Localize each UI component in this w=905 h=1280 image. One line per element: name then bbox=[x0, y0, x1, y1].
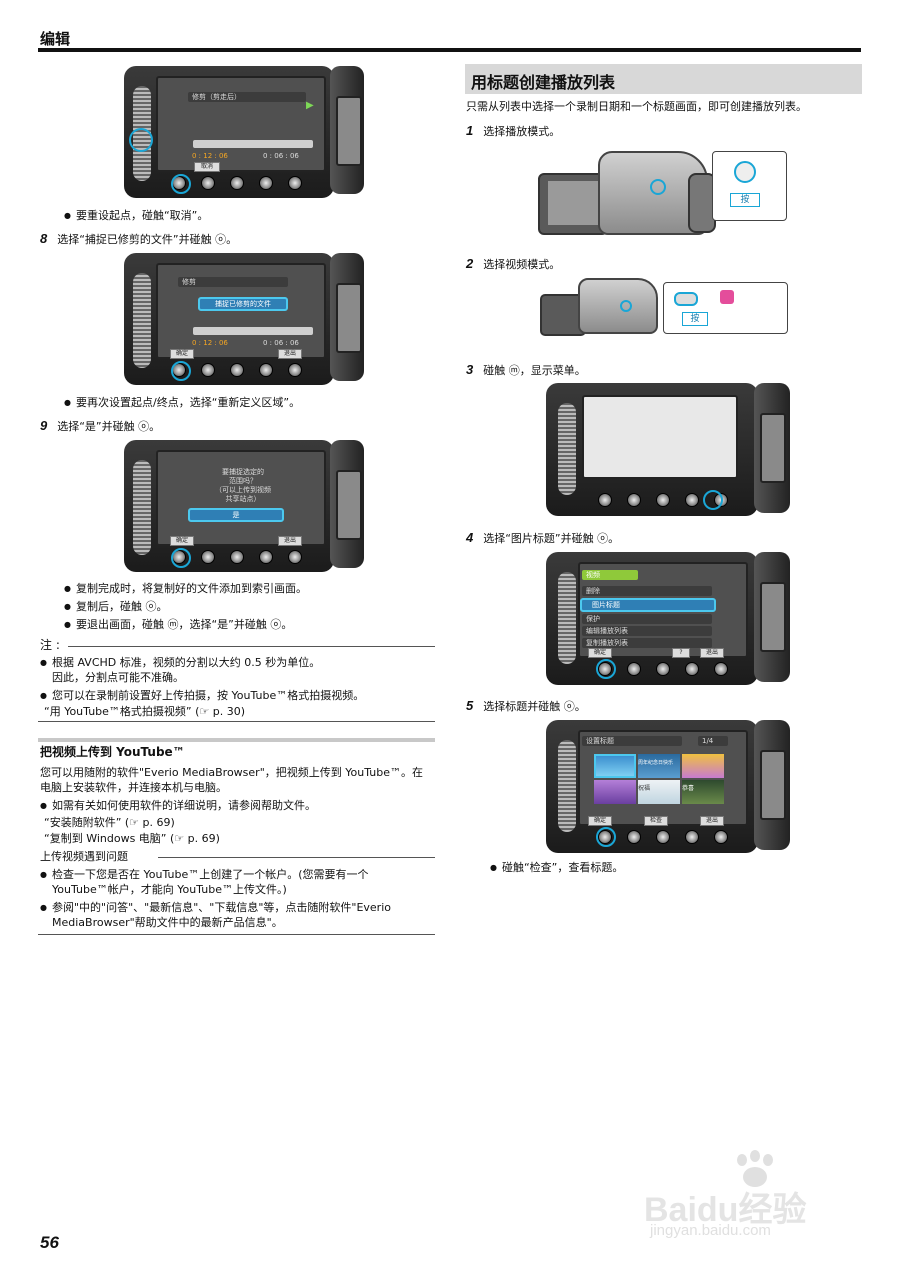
bullet-copy-complete: 复制完成时，将复制好的文件添加到索引画面。 bbox=[64, 582, 307, 597]
trouble-label: 上传视频遇到问题 bbox=[40, 850, 128, 863]
camera-screen-menu: 视频 删除 图片标题 保护 编辑播放列表 复制播放列表 确定 ? 退出 bbox=[546, 552, 790, 685]
camera-screen-capture: 修剪 捕捉已修剪的文件 0 : 12 : 06 0 : 06 : 06 确定 退… bbox=[124, 253, 364, 385]
press-label: 按 bbox=[730, 193, 760, 207]
note-avchd: 根据 AVCHD 标准，视频的分割以大约 0.5 秒为单位。 bbox=[40, 656, 320, 671]
bullet-exit-screen: 要退出画面，碰触 ⓜ，选择“是”并碰触 ⓞ。 bbox=[64, 618, 292, 633]
bullet-after-copy: 复制后，碰触 ⓞ。 bbox=[64, 600, 168, 615]
menu-item-delete[interactable]: 删除 bbox=[582, 586, 712, 596]
menu-item-edit-playlist[interactable]: 编辑播放列表 bbox=[582, 626, 712, 636]
paw-icon bbox=[730, 1150, 780, 1190]
check-button[interactable]: 检查 bbox=[644, 816, 668, 826]
cancel-button[interactable]: 取消 bbox=[194, 162, 220, 172]
title-tile[interactable]: 恭喜 bbox=[682, 780, 724, 804]
menu-item-copy-playlist[interactable]: 复制播放列表 bbox=[582, 638, 712, 648]
title-tile[interactable]: 周年纪念日快乐 bbox=[638, 754, 680, 778]
press-label: 按 bbox=[682, 312, 708, 326]
note-label: 注 : bbox=[40, 638, 60, 652]
page-indicator: 1/4 bbox=[698, 736, 728, 746]
youtube-intro-1: 您可以用随附的软件"Everio MediaBrowser"，把视频上传到 Yo… bbox=[40, 766, 423, 779]
exit-button[interactable]: 退出 bbox=[278, 349, 302, 359]
yes-option[interactable]: 是 bbox=[188, 508, 284, 522]
page-number: 56 bbox=[40, 1233, 59, 1252]
playlist-section-title: 用标题创建播放列表 bbox=[465, 64, 862, 94]
exit-button[interactable]: 退出 bbox=[700, 816, 724, 826]
ref-install-software[interactable]: “安装随附软件” (☞ p. 69) bbox=[44, 816, 175, 829]
time-right: 0 : 06 : 06 bbox=[263, 152, 299, 160]
help-button[interactable]: ? bbox=[672, 648, 690, 658]
trim-bar: 修剪（剪走后） bbox=[188, 92, 306, 102]
ref-copy-windows[interactable]: “复制到 Windows 电脑” (☞ p. 69) bbox=[44, 832, 220, 845]
section-header: 编辑 bbox=[40, 30, 71, 48]
exit-button[interactable]: 退出 bbox=[278, 536, 302, 546]
time-left: 0 : 12 : 06 bbox=[192, 339, 228, 347]
camcorder-illustration-play: 按 bbox=[538, 143, 790, 243]
playlist-intro: 只需从列表中选择一个录制日期和一个标题画面，即可创建播放列表。 bbox=[466, 100, 807, 113]
confirm-message: 要捕捉选定的 范围吗？ （可以上传到视频 共享站点） bbox=[215, 468, 271, 503]
youtube-section-title: 把视频上传到 YouTube™ bbox=[40, 745, 185, 759]
title-tile[interactable] bbox=[682, 754, 724, 778]
menu-title: 修剪 bbox=[178, 277, 288, 287]
ok-button[interactable]: 确定 bbox=[588, 648, 612, 658]
trouble-account-2: YouTube™帐户，才能向 YouTube™上传文件。) bbox=[52, 883, 287, 896]
menu-header: 视频 bbox=[582, 570, 638, 580]
title-tile[interactable] bbox=[594, 780, 636, 804]
ok-button[interactable]: 确定 bbox=[170, 536, 194, 546]
note-redefine: 要再次设置起点/终点，选择“重新定义区域”。 bbox=[64, 396, 300, 411]
title-tile[interactable]: 祝福 bbox=[638, 780, 680, 804]
timeline-slider[interactable] bbox=[193, 327, 313, 335]
menu-item-picture-title[interactable]: 图片标题 bbox=[580, 598, 716, 612]
camera-screen-trim: 修剪（剪走后） ▶ 0 : 12 : 06 0 : 06 : 06 取消 bbox=[124, 66, 364, 198]
timeline-slider[interactable] bbox=[193, 140, 313, 148]
note-ref-link[interactable]: “用 YouTube™格式拍摄视频” (☞ p. 30) bbox=[44, 705, 246, 718]
watermark-url: jingyan.baidu.com bbox=[650, 1222, 771, 1239]
menu-item-protect[interactable]: 保护 bbox=[582, 614, 712, 624]
time-left: 0 : 12 : 06 bbox=[192, 152, 228, 160]
note-youtube-format: 您可以在录制前设置好上传拍摄，按 YouTube™格式拍摄视频。 bbox=[40, 689, 364, 704]
baidu-watermark: Baidu经验 jingyan.baidu.com bbox=[640, 1150, 860, 1240]
watermark-brand: Baidu经验 bbox=[644, 1191, 807, 1229]
camcorder-illustration-video: 按 bbox=[538, 276, 790, 338]
time-right: 0 : 06 : 06 bbox=[263, 339, 299, 347]
camera-screen-title-select: 设置标题 1/4 周年纪念日快乐 祝福 恭喜 确定 检查 退出 bbox=[546, 720, 790, 853]
trouble-account-1: 检查一下您是否在 YouTube™上创建了一个帐户。(您需要有一个 bbox=[40, 868, 369, 883]
note-check-title: 碰触“检查”，查看标题。 bbox=[490, 861, 623, 876]
youtube-help-bullet: 如需有关如何使用软件的详细说明，请参阅帮助文件。 bbox=[40, 799, 316, 814]
note-avchd-cont: 因此，分割点可能不准确。 bbox=[52, 671, 184, 684]
youtube-intro-2: 电脑上安装软件，并连接本机与电脑。 bbox=[40, 781, 227, 794]
note-reset-start: 要重设起点，碰触“取消”。 bbox=[64, 209, 208, 224]
trouble-faq-2: MediaBrowser"帮助文件中的最新产品信息"。 bbox=[52, 916, 283, 929]
camera-screen-confirm: 要捕捉选定的 范围吗？ （可以上传到视频 共享站点） 是 确定 退出 bbox=[124, 440, 364, 572]
title-tile[interactable] bbox=[594, 754, 636, 778]
capture-trimmed-option[interactable]: 捕捉已修剪的文件 bbox=[198, 297, 288, 311]
header-rule bbox=[38, 48, 861, 52]
trouble-faq-1: 参阅"中的"问答"、"最新信息"、"下载信息"等，点击随附软件"Everio bbox=[40, 901, 391, 916]
title-menu-header: 设置标题 bbox=[582, 736, 682, 746]
camera-screen-blank bbox=[546, 383, 790, 516]
exit-button[interactable]: 退出 bbox=[700, 648, 724, 658]
play-icon: ▶ bbox=[306, 100, 314, 111]
ok-button[interactable]: 确定 bbox=[170, 349, 194, 359]
ok-button[interactable]: 确定 bbox=[588, 816, 612, 826]
